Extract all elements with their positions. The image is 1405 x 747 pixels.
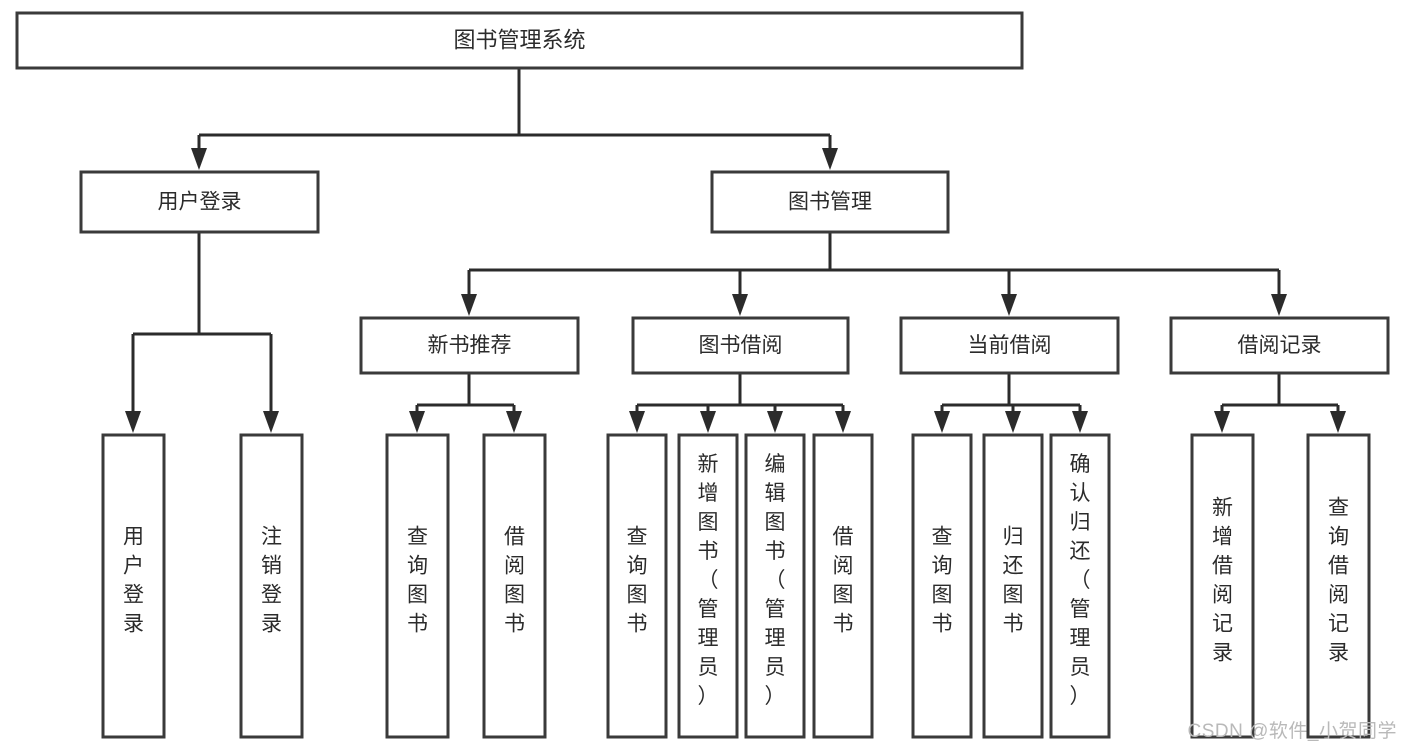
leaf-label-leaf-user-login: 用户登录 <box>123 526 144 636</box>
node-new-book-recommend[interactable]: 新书推荐 <box>359 316 580 375</box>
connector-arrow-icon <box>767 411 783 433</box>
node-box-borrow-record <box>1169 316 1390 375</box>
leaf-leaf-borrow-book[interactable]: 借阅图书 <box>812 433 874 739</box>
leaf-box-leaf-borrow-book-rec <box>482 433 547 739</box>
connector-arrow-icon <box>1214 411 1230 433</box>
connector-arrow-icon <box>125 411 141 433</box>
leaf-leaf-logout[interactable]: 注销登录 <box>239 433 304 739</box>
leaf-box-leaf-query-book-rec <box>385 433 450 739</box>
node-box-book-borrow <box>631 316 850 375</box>
leaf-box-leaf-logout <box>239 433 304 739</box>
connector-arrow-icon <box>191 148 207 170</box>
connector-group-root-to-level2 <box>191 68 838 170</box>
leaf-box-leaf-edit-book <box>744 433 806 739</box>
leaf-box-leaf-confirm-return <box>1049 433 1111 739</box>
leaf-label-leaf-confirm-return: 确认归还（管理员） <box>1070 453 1091 708</box>
leaf-label-leaf-return-book: 归还图书 <box>1003 526 1024 636</box>
node-label-borrow-record: 借阅记录 <box>1238 334 1322 357</box>
connector-arrow-icon <box>263 411 279 433</box>
connector-arrow-icon <box>506 411 522 433</box>
leaf-label-leaf-edit-book: 编辑图书（管理员） <box>765 453 786 708</box>
node-borrow-record[interactable]: 借阅记录 <box>1169 316 1390 375</box>
leaf-leaf-query-book[interactable]: 查询图书 <box>606 433 668 739</box>
leaf-box-leaf-add-book <box>677 433 739 739</box>
node-label-book-borrow: 图书借阅 <box>699 334 783 357</box>
connector-arrow-icon <box>1001 294 1017 316</box>
leaf-box-leaf-query-record <box>1306 433 1371 739</box>
connector-arrow-icon <box>934 411 950 433</box>
node-box-root <box>15 11 1024 70</box>
connector-group-userlogin-to-leaves <box>125 232 279 433</box>
node-box-user-login <box>79 170 320 234</box>
leaf-label-leaf-add-record: 新增借阅记录 <box>1212 497 1233 665</box>
leaf-leaf-borrow-book-rec[interactable]: 借阅图书 <box>482 433 547 739</box>
connector-group-currentborrow-to-leaves <box>934 373 1088 433</box>
node-box-new-book-recommend <box>359 316 580 375</box>
connector-group-bookborrow-to-leaves <box>629 373 851 433</box>
node-book-borrow[interactable]: 图书借阅 <box>631 316 850 375</box>
node-box-book-management <box>710 170 950 234</box>
connector-arrow-icon <box>732 294 748 316</box>
node-label-root: 图书管理系统 <box>453 27 585 52</box>
leaf-leaf-user-login[interactable]: 用户登录 <box>101 433 166 739</box>
connector-arrow-icon <box>629 411 645 433</box>
leaf-label-leaf-query-record: 查询借阅记录 <box>1328 497 1349 665</box>
node-book-management[interactable]: 图书管理 <box>710 170 950 234</box>
connector-arrow-icon <box>409 411 425 433</box>
node-box-current-borrow <box>899 316 1120 375</box>
connector-group-borrowrecord-to-leaves <box>1214 373 1346 433</box>
node-label-user-login: 用户登录 <box>158 191 242 214</box>
leaf-label-leaf-logout: 注销登录 <box>261 526 282 636</box>
leaf-leaf-return-book[interactable]: 归还图书 <box>982 433 1044 739</box>
leaf-leaf-add-book[interactable]: 新增图书（管理员） <box>677 433 739 739</box>
leaf-leaf-query-book-cur[interactable]: 查询图书 <box>911 433 973 739</box>
leaf-label-leaf-add-book: 新增图书（管理员） <box>698 453 719 708</box>
leaf-box-leaf-query-book <box>606 433 668 739</box>
node-label-new-book-recommend: 新书推荐 <box>428 334 512 357</box>
connector-arrow-icon <box>1271 294 1287 316</box>
node-label-book-management: 图书管理 <box>788 191 872 214</box>
watermark-label: CSDN @软件_小贺同学 <box>1187 721 1397 742</box>
node-user-login[interactable]: 用户登录 <box>79 170 320 234</box>
leaf-label-leaf-borrow-book: 借阅图书 <box>833 526 854 636</box>
leaf-box-leaf-borrow-book <box>812 433 874 739</box>
leaf-leaf-query-record[interactable]: 查询借阅记录 <box>1306 433 1371 739</box>
connector-arrow-icon <box>1330 411 1346 433</box>
leaf-leaf-edit-book[interactable]: 编辑图书（管理员） <box>744 433 806 739</box>
leaf-label-leaf-borrow-book-rec: 借阅图书 <box>504 526 525 636</box>
connector-arrow-icon <box>1072 411 1088 433</box>
connector-arrow-icon <box>835 411 851 433</box>
leaf-box-leaf-user-login <box>101 433 166 739</box>
connector-arrow-icon <box>461 294 477 316</box>
node-label-current-borrow: 当前借阅 <box>968 334 1052 357</box>
leaf-box-leaf-return-book <box>982 433 1044 739</box>
leaf-box-leaf-query-book-cur <box>911 433 973 739</box>
connector-arrow-icon <box>822 148 838 170</box>
connector-arrow-icon <box>1005 411 1021 433</box>
connector-group-bookmgmt-to-level3 <box>461 232 1287 316</box>
connector-arrow-icon <box>700 411 716 433</box>
node-current-borrow[interactable]: 当前借阅 <box>899 316 1120 375</box>
leaf-box-leaf-add-record <box>1190 433 1255 739</box>
node-root[interactable]: 图书管理系统 <box>15 11 1024 70</box>
leaf-leaf-add-record[interactable]: 新增借阅记录 <box>1190 433 1255 739</box>
leaf-leaf-query-book-rec[interactable]: 查询图书 <box>385 433 450 739</box>
leaf-label-leaf-query-book: 查询图书 <box>627 526 648 636</box>
leaf-label-leaf-query-book-cur: 查询图书 <box>932 526 953 636</box>
leaf-leaf-confirm-return[interactable]: 确认归还（管理员） <box>1049 433 1111 739</box>
leaf-label-leaf-query-book-rec: 查询图书 <box>407 526 428 636</box>
connector-group-newbook-to-leaves <box>409 373 522 433</box>
